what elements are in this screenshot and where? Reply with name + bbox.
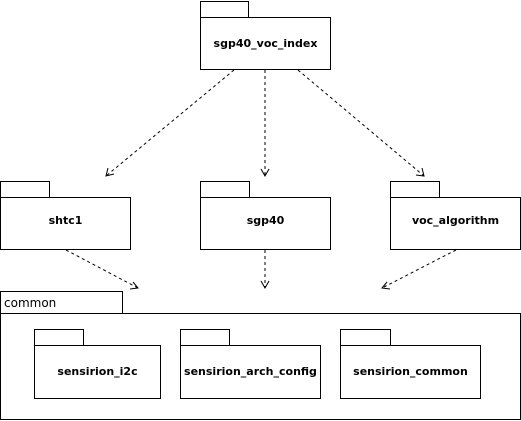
package-tab (200, 1, 249, 18)
dependency-arrow (297, 69, 425, 177)
package-label: sgp40_voc_index (214, 37, 318, 50)
package-label: voc_algorithm (412, 214, 499, 227)
dependency-arrow (260, 70, 270, 178)
package-sensirion-i2c[interactable]: sensirion_i2c (34, 329, 161, 399)
package-sensirion-common[interactable]: sensirion_common (340, 329, 481, 399)
package-sensirion-arch-config[interactable]: sensirion_arch_config (180, 329, 321, 399)
package-shtc1[interactable]: shtc1 (0, 181, 131, 250)
dependency-arrow (260, 250, 270, 290)
package-label: sensirion_common (353, 365, 468, 378)
package-body (180, 345, 321, 399)
package-label: sensirion_i2c (57, 365, 137, 378)
package-body (0, 197, 131, 250)
container-label: common (4, 296, 56, 310)
package-label: sgp40 (247, 214, 285, 227)
package-tab (0, 181, 50, 198)
package-sgp40[interactable]: sgp40 (200, 181, 331, 250)
package-body (390, 197, 521, 250)
dependency-arrow (381, 249, 457, 290)
package-tab (200, 181, 250, 198)
dependency-arrow (105, 69, 235, 177)
package-tab (180, 329, 230, 346)
package-label: sensirion_arch_config (184, 365, 317, 378)
package-body (340, 345, 481, 399)
dependency-arrow (65, 249, 139, 290)
package-tab (340, 329, 391, 346)
package-common[interactable]: common sensirion_i2c sensirion_arch_conf… (0, 291, 521, 420)
package-tab (34, 329, 84, 346)
package-body (200, 197, 331, 250)
package-body (34, 345, 161, 399)
package-sgp40-voc-index[interactable]: sgp40_voc_index (200, 1, 331, 70)
package-label: shtc1 (49, 214, 83, 227)
package-body (200, 17, 331, 70)
package-voc-algorithm[interactable]: voc_algorithm (390, 181, 521, 250)
package-tab (390, 181, 440, 198)
